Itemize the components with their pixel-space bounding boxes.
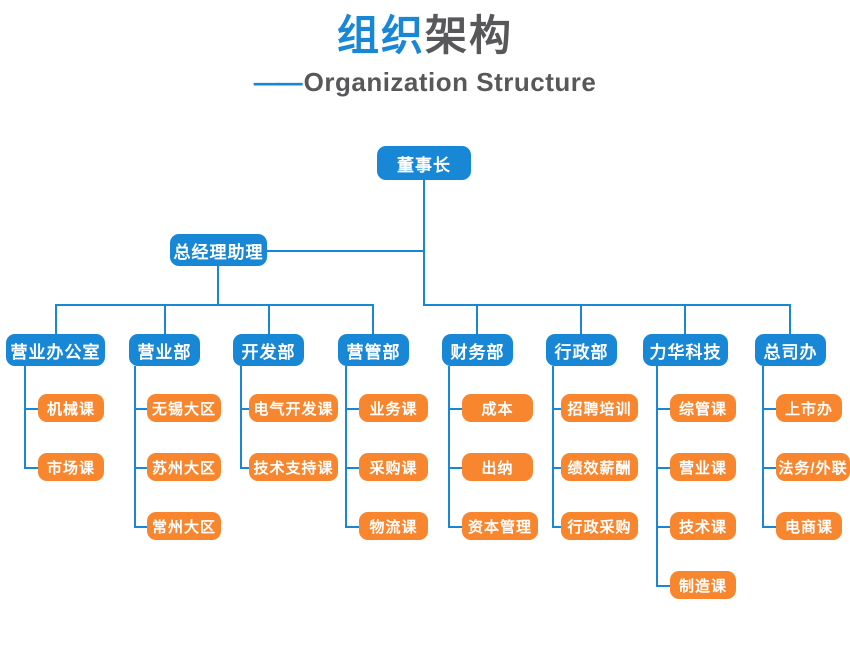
connector-stub-7-1: [762, 467, 776, 469]
node-gm-assistant[interactable]: 总经理助理: [170, 234, 267, 266]
node-sub-7-1[interactable]: 法务/外联: [776, 453, 850, 481]
node-dept-6[interactable]: 力华科技: [643, 334, 728, 366]
node-sub-0-1[interactable]: 市场课: [38, 453, 104, 481]
connector-stub-3-0: [345, 408, 359, 410]
title-block: 组织架构 ——Organization Structure: [0, 10, 850, 98]
node-dept-1[interactable]: 营业部: [129, 334, 200, 366]
node-sub-1-2[interactable]: 常州大区: [147, 512, 221, 540]
connector-spine-4: [448, 366, 450, 528]
page-subtitle-text: Organization Structure: [303, 67, 597, 97]
connector-stub-2-1: [240, 467, 249, 469]
node-sub-5-2[interactable]: 行政采购: [561, 512, 638, 540]
connector-stub-1-1: [134, 467, 147, 469]
node-dept-3[interactable]: 营管部: [338, 334, 409, 366]
connector-spine-5: [552, 366, 554, 528]
node-dept-2[interactable]: 开发部: [233, 334, 304, 366]
page-title-blue: 组织: [336, 12, 425, 59]
node-dept-7[interactable]: 总司办: [755, 334, 826, 366]
node-sub-6-3[interactable]: 制造课: [670, 571, 736, 599]
page-subtitle: ——Organization Structure: [0, 66, 850, 98]
node-dept-5[interactable]: 行政部: [546, 334, 617, 366]
connector-spine-3: [345, 366, 347, 528]
connector-dept-drop-0: [55, 304, 57, 335]
node-sub-3-2[interactable]: 物流课: [359, 512, 428, 540]
node-sub-0-0[interactable]: 机械课: [38, 394, 104, 422]
node-sub-6-0[interactable]: 综管课: [670, 394, 736, 422]
node-sub-3-0[interactable]: 业务课: [359, 394, 428, 422]
connector-assistant-link: [267, 250, 425, 252]
node-sub-5-0[interactable]: 招聘培训: [561, 394, 638, 422]
connector-dept-drop-6: [684, 304, 686, 335]
node-sub-1-1[interactable]: 苏州大区: [147, 453, 221, 481]
connector-stub-6-3: [656, 585, 670, 587]
connector-assistant-drop: [217, 266, 219, 305]
connector-stub-3-1: [345, 467, 359, 469]
connector-dept-drop-5: [580, 304, 582, 335]
node-sub-4-1[interactable]: 出纳: [462, 453, 533, 481]
connector-left-bus: [55, 304, 373, 306]
node-sub-3-1[interactable]: 采购课: [359, 453, 428, 481]
connector-dept-drop-3: [372, 304, 374, 335]
connector-stub-6-0: [656, 408, 670, 410]
page-title: 组织架构: [0, 10, 850, 62]
connector-spine-0: [24, 366, 26, 469]
node-sub-6-2[interactable]: 技术课: [670, 512, 736, 540]
connector-right-bus: [423, 304, 790, 306]
connector-stub-4-0: [448, 408, 462, 410]
connector-dept-drop-1: [164, 304, 166, 335]
connector-stub-4-1: [448, 467, 462, 469]
node-sub-6-1[interactable]: 营业课: [670, 453, 736, 481]
connector-stub-2-0: [240, 408, 249, 410]
connector-dept-drop-7: [789, 304, 791, 335]
connector-dept-drop-4: [476, 304, 478, 335]
connector-stub-5-1: [552, 467, 561, 469]
node-dept-4[interactable]: 财务部: [442, 334, 513, 366]
subtitle-dash-icon: ——: [253, 67, 303, 97]
node-sub-7-0[interactable]: 上市办: [776, 394, 842, 422]
connector-stub-7-0: [762, 408, 776, 410]
node-sub-4-2[interactable]: 资本管理: [462, 512, 538, 540]
page-title-gray: 架构: [425, 12, 514, 59]
connector-spine-2: [240, 366, 242, 469]
node-chairman[interactable]: 董事长: [377, 146, 471, 180]
connector-stub-3-2: [345, 526, 359, 528]
node-dept-0[interactable]: 营业办公室: [6, 334, 105, 366]
connector-stub-0-1: [24, 467, 38, 469]
node-sub-5-1[interactable]: 绩效薪酬: [561, 453, 638, 481]
node-sub-2-0[interactable]: 电气开发课: [249, 394, 338, 422]
connector-spine-7: [762, 366, 764, 528]
connector-dept-drop-2: [268, 304, 270, 335]
connector-stub-5-0: [552, 408, 561, 410]
node-sub-2-1[interactable]: 技术支持课: [249, 453, 338, 481]
connector-stub-0-0: [24, 408, 38, 410]
connector-stub-7-2: [762, 526, 776, 528]
connector-stub-1-2: [134, 526, 147, 528]
connector-stub-4-2: [448, 526, 462, 528]
connector-stub-1-0: [134, 408, 147, 410]
connector-root-trunk: [423, 180, 425, 305]
node-sub-4-0[interactable]: 成本: [462, 394, 533, 422]
connector-stub-5-2: [552, 526, 561, 528]
connector-spine-1: [134, 366, 136, 528]
connector-stub-6-2: [656, 526, 670, 528]
node-sub-1-0[interactable]: 无锡大区: [147, 394, 221, 422]
connector-stub-6-1: [656, 467, 670, 469]
connector-spine-6: [656, 366, 658, 586]
node-sub-7-2[interactable]: 电商课: [776, 512, 842, 540]
